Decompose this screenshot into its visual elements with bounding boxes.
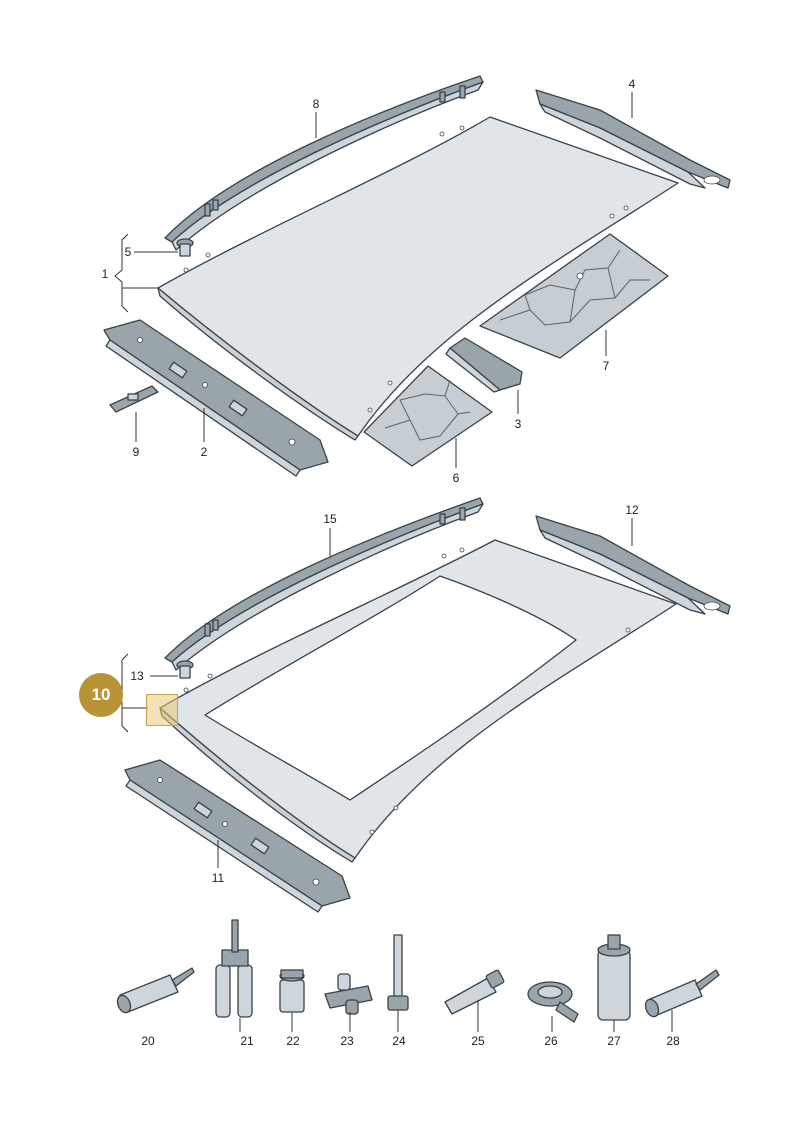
label-part-7[interactable]: 7 [603,359,610,373]
twin-cartridge-part-21[interactable] [215,919,253,1018]
label-part-25[interactable]: 25 [471,1034,485,1048]
roof-rail-part-15[interactable] [164,497,484,671]
label-part-1[interactable]: 1 [102,267,109,281]
sealing-pad-part-6[interactable] [363,365,493,467]
sealing-pad-part-7[interactable] [479,233,669,359]
fastener-part-23[interactable] [324,973,373,1015]
adhesive-cartridge-part-20[interactable] [115,967,195,1015]
label-part-23[interactable]: 23 [340,1034,354,1048]
roof-panel-sunroof-frame[interactable] [159,539,677,863]
label-part-9[interactable]: 9 [133,445,140,459]
label-part-4[interactable]: 4 [629,77,636,91]
roof-panel-top[interactable] [157,116,679,441]
bracket-part-3[interactable] [445,337,523,393]
primer-jar-part-22[interactable] [279,969,305,1013]
pin-part-24[interactable] [387,934,409,1011]
adhesive-cartridge-part-28[interactable] [643,969,720,1019]
sealant-can-part-27[interactable] [597,934,631,1021]
clip-part-5[interactable] [176,238,194,257]
label-part-8[interactable]: 8 [313,97,320,111]
label-part-12[interactable]: 12 [625,503,639,517]
front-cross-member-part-12[interactable] [535,515,731,615]
label-part-21[interactable]: 21 [240,1034,254,1048]
label-part-11[interactable]: 11 [212,871,225,885]
roof-rail-part-8[interactable] [164,75,484,251]
front-cross-member-part-4[interactable] [535,89,731,189]
label-part-13[interactable]: 13 [130,669,144,683]
label-part-3[interactable]: 3 [515,417,522,431]
label-part-2[interactable]: 2 [201,445,208,459]
label-part-22[interactable]: 22 [286,1034,300,1048]
label-part-28[interactable]: 28 [666,1034,680,1048]
clip-part-13[interactable] [176,660,194,679]
label-part-6[interactable]: 6 [453,471,460,485]
label-part-24[interactable]: 24 [392,1034,406,1048]
leader-lines [114,92,673,1032]
label-part-15[interactable]: 15 [323,512,337,526]
adhesive-tube-part-25[interactable] [444,969,505,1015]
bracket-part-9[interactable] [109,385,159,413]
label-part-27[interactable]: 27 [607,1034,621,1048]
highlighted-part-10-area[interactable] [146,694,178,726]
part-number-labels: 8 4 5 1 7 3 6 2 9 15 12 13 11 20 21 22 2… [102,77,680,1048]
rear-cross-member-part-11[interactable] [124,759,351,913]
label-part-26[interactable]: 26 [544,1034,558,1048]
label-part-5[interactable]: 5 [125,245,132,259]
tape-roll-part-26[interactable] [527,981,579,1023]
callout-badge-part-10[interactable]: 10 [79,673,123,717]
rear-cross-member-part-2[interactable] [103,319,329,477]
label-part-20[interactable]: 20 [141,1034,155,1048]
